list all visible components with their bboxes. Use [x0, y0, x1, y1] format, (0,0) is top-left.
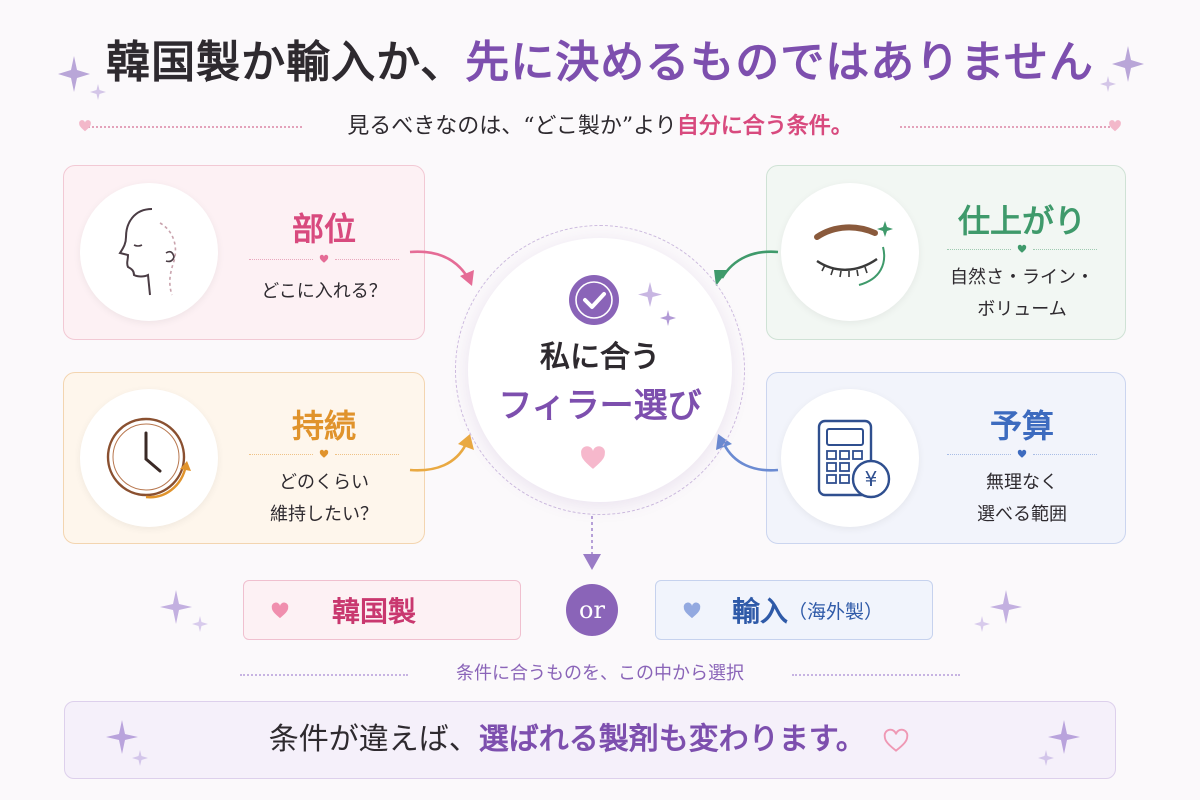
- sparkle-icon: [638, 282, 676, 326]
- eye-icon: [814, 221, 893, 286]
- card-budget-title: 予算: [989, 407, 1054, 445]
- card-budget: ¥ 予算 無理なく 選べる範囲: [766, 372, 1126, 544]
- card-finish-desc: 自然さ・ライン・ ボリューム: [927, 262, 1117, 326]
- select-row: 条件に合うものを、この中から選択: [0, 660, 1200, 688]
- bottom-message: 条件が違えば、選ばれる製剤も変わります。: [64, 701, 1116, 779]
- face-profile-icon: [118, 208, 177, 296]
- clock-icon: [106, 417, 191, 499]
- heart-icon: [683, 602, 701, 619]
- heart-icon: [319, 449, 329, 458]
- budget-icon-circle: ¥: [781, 389, 919, 527]
- page-title: 韓国製か輸入か、先に決めるものではありません: [0, 26, 1200, 90]
- center-text-line1: 私に合う: [540, 340, 660, 375]
- calculator-icon: ¥: [817, 419, 891, 499]
- heart-icon: [581, 446, 605, 469]
- option-import-label: 輸入: [732, 595, 789, 628]
- sparkle-icon: [974, 590, 1022, 632]
- card-duration-desc: どのくらい 維持したい？: [234, 467, 414, 531]
- check-badge-icon: [569, 275, 619, 325]
- heart-icon: [1017, 449, 1027, 458]
- card-budget-desc: 無理なく 選べる範囲: [927, 467, 1117, 531]
- option-import-sublabel: （海外製）: [788, 600, 884, 623]
- card-finish-separator: [927, 244, 1117, 254]
- card-finish-desc-line: 自然さ・ライン・: [950, 267, 1094, 288]
- arrow-duration-to-center: [409, 434, 474, 472]
- card-area: 部位 どこに入れる？: [63, 165, 425, 340]
- arrow-finish-to-center: [714, 250, 779, 286]
- or-badge: or: [566, 584, 618, 636]
- subtitle-divider-left: [88, 126, 302, 128]
- finish-icon-circle: [781, 183, 919, 321]
- sparkle-icon: [58, 56, 106, 100]
- option-import: 輸入 （海外製）: [655, 580, 933, 640]
- subtitle: 見るべきなのは、“どこ製か”より自分に合う条件。: [0, 108, 1200, 145]
- heart-icon: [319, 254, 329, 263]
- title-accent: 先に決めるものではありません: [465, 37, 1094, 88]
- select-divider-right: [792, 674, 960, 676]
- select-text: 条件に合うものを、この中から選択: [456, 663, 744, 684]
- sparkle-icon: [106, 720, 148, 766]
- heart-icon: [271, 602, 289, 619]
- card-area-desc: どこに入れる？: [234, 276, 414, 308]
- svg-text:¥: ¥: [865, 467, 878, 491]
- sparkle-icon: [1100, 46, 1144, 92]
- subtitle-row: 見るべきなのは、“どこ製か”より自分に合う条件。: [0, 108, 1200, 144]
- heart-icon: [79, 120, 91, 132]
- card-duration: 持続 どのくらい 維持したい？: [63, 372, 425, 544]
- option-korean-label: 韓国製: [332, 595, 417, 628]
- card-budget-desc-line: 選べる範囲: [977, 504, 1067, 525]
- card-area-separator: [234, 254, 414, 264]
- area-icon-circle: [80, 183, 218, 321]
- subtitle-accent: 自分に合う条件。: [676, 113, 853, 139]
- card-budget-separator: [927, 449, 1117, 459]
- card-area-desc-line: どこに入れる？: [261, 281, 387, 302]
- card-budget-desc-line: 無理なく: [986, 472, 1058, 493]
- duration-icon-circle: [80, 389, 218, 527]
- sparkle-icon: [160, 590, 208, 632]
- card-duration-desc-line: どのくらい: [279, 472, 369, 493]
- center-text-line2: フィラー選び: [498, 386, 702, 426]
- card-duration-title: 持続: [291, 407, 356, 445]
- option-korean: 韓国製: [243, 580, 521, 640]
- center-ring: [455, 225, 745, 515]
- card-area-title: 部位: [291, 210, 356, 248]
- heart-icon: [1017, 244, 1027, 253]
- sparkle-icon: [1038, 720, 1080, 766]
- arrow-area-to-center: [409, 250, 474, 286]
- subtitle-divider-right: [900, 126, 1114, 128]
- card-finish-title: 仕上がり: [957, 202, 1086, 240]
- card-finish-desc-line: ボリューム: [977, 299, 1067, 320]
- card-duration-desc-line: 維持したい？: [270, 504, 378, 525]
- bottom-message-main: 条件が違えば、: [268, 722, 479, 757]
- select-divider-left: [240, 674, 408, 676]
- title-main: 韓国製か輸入か、: [106, 37, 466, 88]
- heart-icon: [884, 728, 909, 752]
- heart-icon: [1109, 120, 1121, 132]
- bottom-message-accent: 選ばれる製剤も変わります。: [478, 722, 866, 757]
- card-duration-separator: [234, 449, 414, 459]
- subtitle-main: 見るべきなのは、“どこ製か”より: [347, 114, 677, 139]
- bottom-banner: [64, 701, 1116, 779]
- arrow-center-down: [583, 516, 601, 570]
- card-finish: 仕上がり 自然さ・ライン・ ボリューム: [766, 165, 1126, 340]
